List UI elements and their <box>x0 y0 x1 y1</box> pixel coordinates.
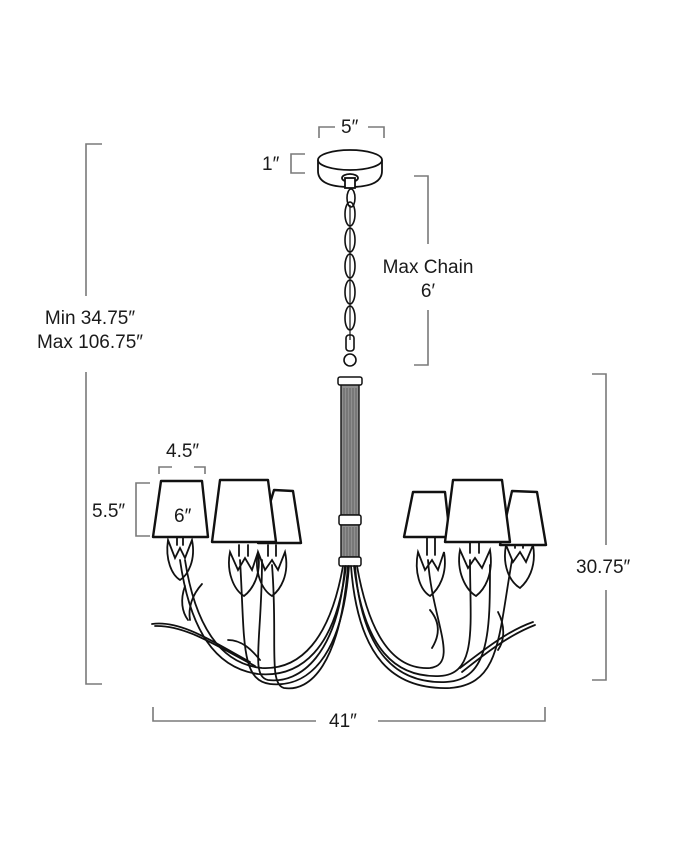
overall-height-label: Min 34.75″ Max 106.75″ <box>24 307 156 355</box>
dim-canopy-width-left <box>318 126 335 138</box>
lamp-shades <box>151 478 548 547</box>
overall-height-max: Max 106.75″ <box>36 332 143 353</box>
dim-shade-top-left <box>158 466 172 474</box>
dim-chain-bottom <box>414 310 429 366</box>
dimension-lines <box>85 126 607 722</box>
shade-height-label: 5.5″ <box>92 500 126 524</box>
lamp-shade-right-left <box>402 490 452 539</box>
dim-overall-height-bottom <box>85 372 102 685</box>
center-stem <box>337 376 363 567</box>
ceiling-canopy <box>317 149 383 189</box>
dim-canopy-width-right <box>368 126 385 138</box>
dim-canopy-height <box>290 153 305 174</box>
fixture-height-label: 30.75″ <box>576 556 631 580</box>
canopy-height-label: 1″ <box>262 153 280 177</box>
lamp-shade-left-center <box>210 478 278 544</box>
shade-bottom-label: 6″ <box>174 505 192 529</box>
dim-fixture-height-top <box>592 373 607 545</box>
dim-chain-top <box>414 175 429 244</box>
max-chain-label: Max Chain 6′ <box>372 256 484 304</box>
dim-width-left <box>152 707 316 722</box>
arms <box>151 535 536 690</box>
shade-top-label: 4.5″ <box>166 441 200 462</box>
overall-height-min: Min 34.75″ <box>44 308 136 329</box>
max-chain-label-line2: 6′ <box>420 281 436 302</box>
canopy-width-label: 5″ <box>341 116 359 140</box>
max-chain-label-line1: Max Chain <box>382 257 474 278</box>
chain <box>343 188 357 367</box>
dim-overall-height-top <box>85 143 102 296</box>
overall-width-label: 41″ <box>329 710 357 734</box>
lamp-shade-right-center <box>443 478 512 544</box>
dim-fixture-height-bottom <box>592 590 607 681</box>
dim-width-right <box>378 707 546 722</box>
dim-shade-height <box>135 482 150 537</box>
dim-shade-top-right <box>194 466 206 474</box>
